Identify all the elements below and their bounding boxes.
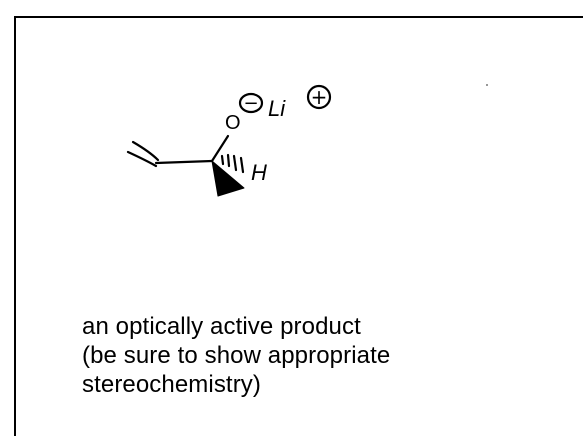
question-caption: an optically active product (be sure to … — [82, 312, 390, 399]
caption-line-3: stereochemistry) — [82, 371, 261, 398]
caption-line-1: an optically active product — [82, 313, 361, 340]
scan-speck — [486, 84, 488, 86]
caption-line-2: (be sure to show appropriate — [82, 342, 391, 369]
answer-box — [14, 16, 583, 436]
